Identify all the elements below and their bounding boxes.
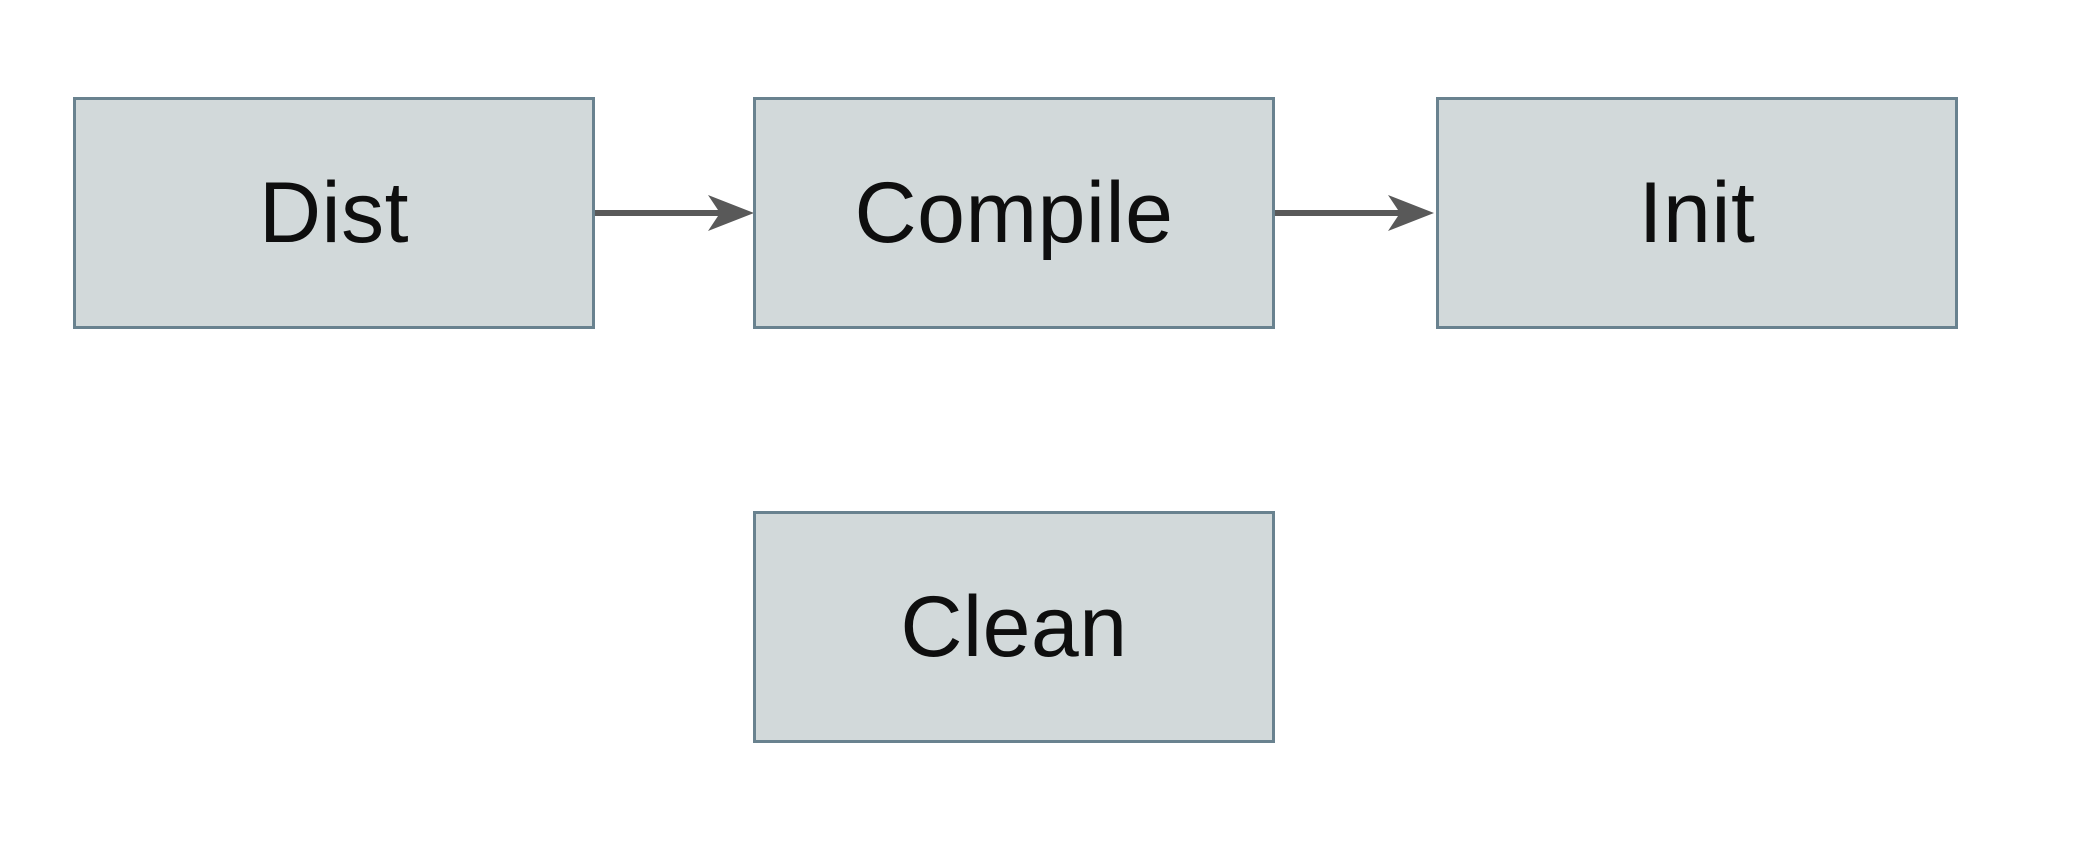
- node-compile-label: Compile: [854, 164, 1174, 261]
- arrow-right-icon: [595, 195, 754, 231]
- node-compile: Compile: [753, 97, 1275, 329]
- node-clean-label: Clean: [900, 578, 1128, 675]
- arrow-head: [1388, 195, 1434, 231]
- node-dist: Dist: [73, 97, 595, 329]
- node-clean: Clean: [753, 511, 1275, 743]
- arrow-right-icon: [1275, 195, 1434, 231]
- arrow-compile-to-init: [1275, 183, 1436, 243]
- node-dist-label: Dist: [258, 164, 410, 261]
- arrow-head: [708, 195, 754, 231]
- node-init-label: Init: [1638, 164, 1756, 261]
- arrow-dist-to-compile: [595, 183, 756, 243]
- node-init: Init: [1436, 97, 1958, 329]
